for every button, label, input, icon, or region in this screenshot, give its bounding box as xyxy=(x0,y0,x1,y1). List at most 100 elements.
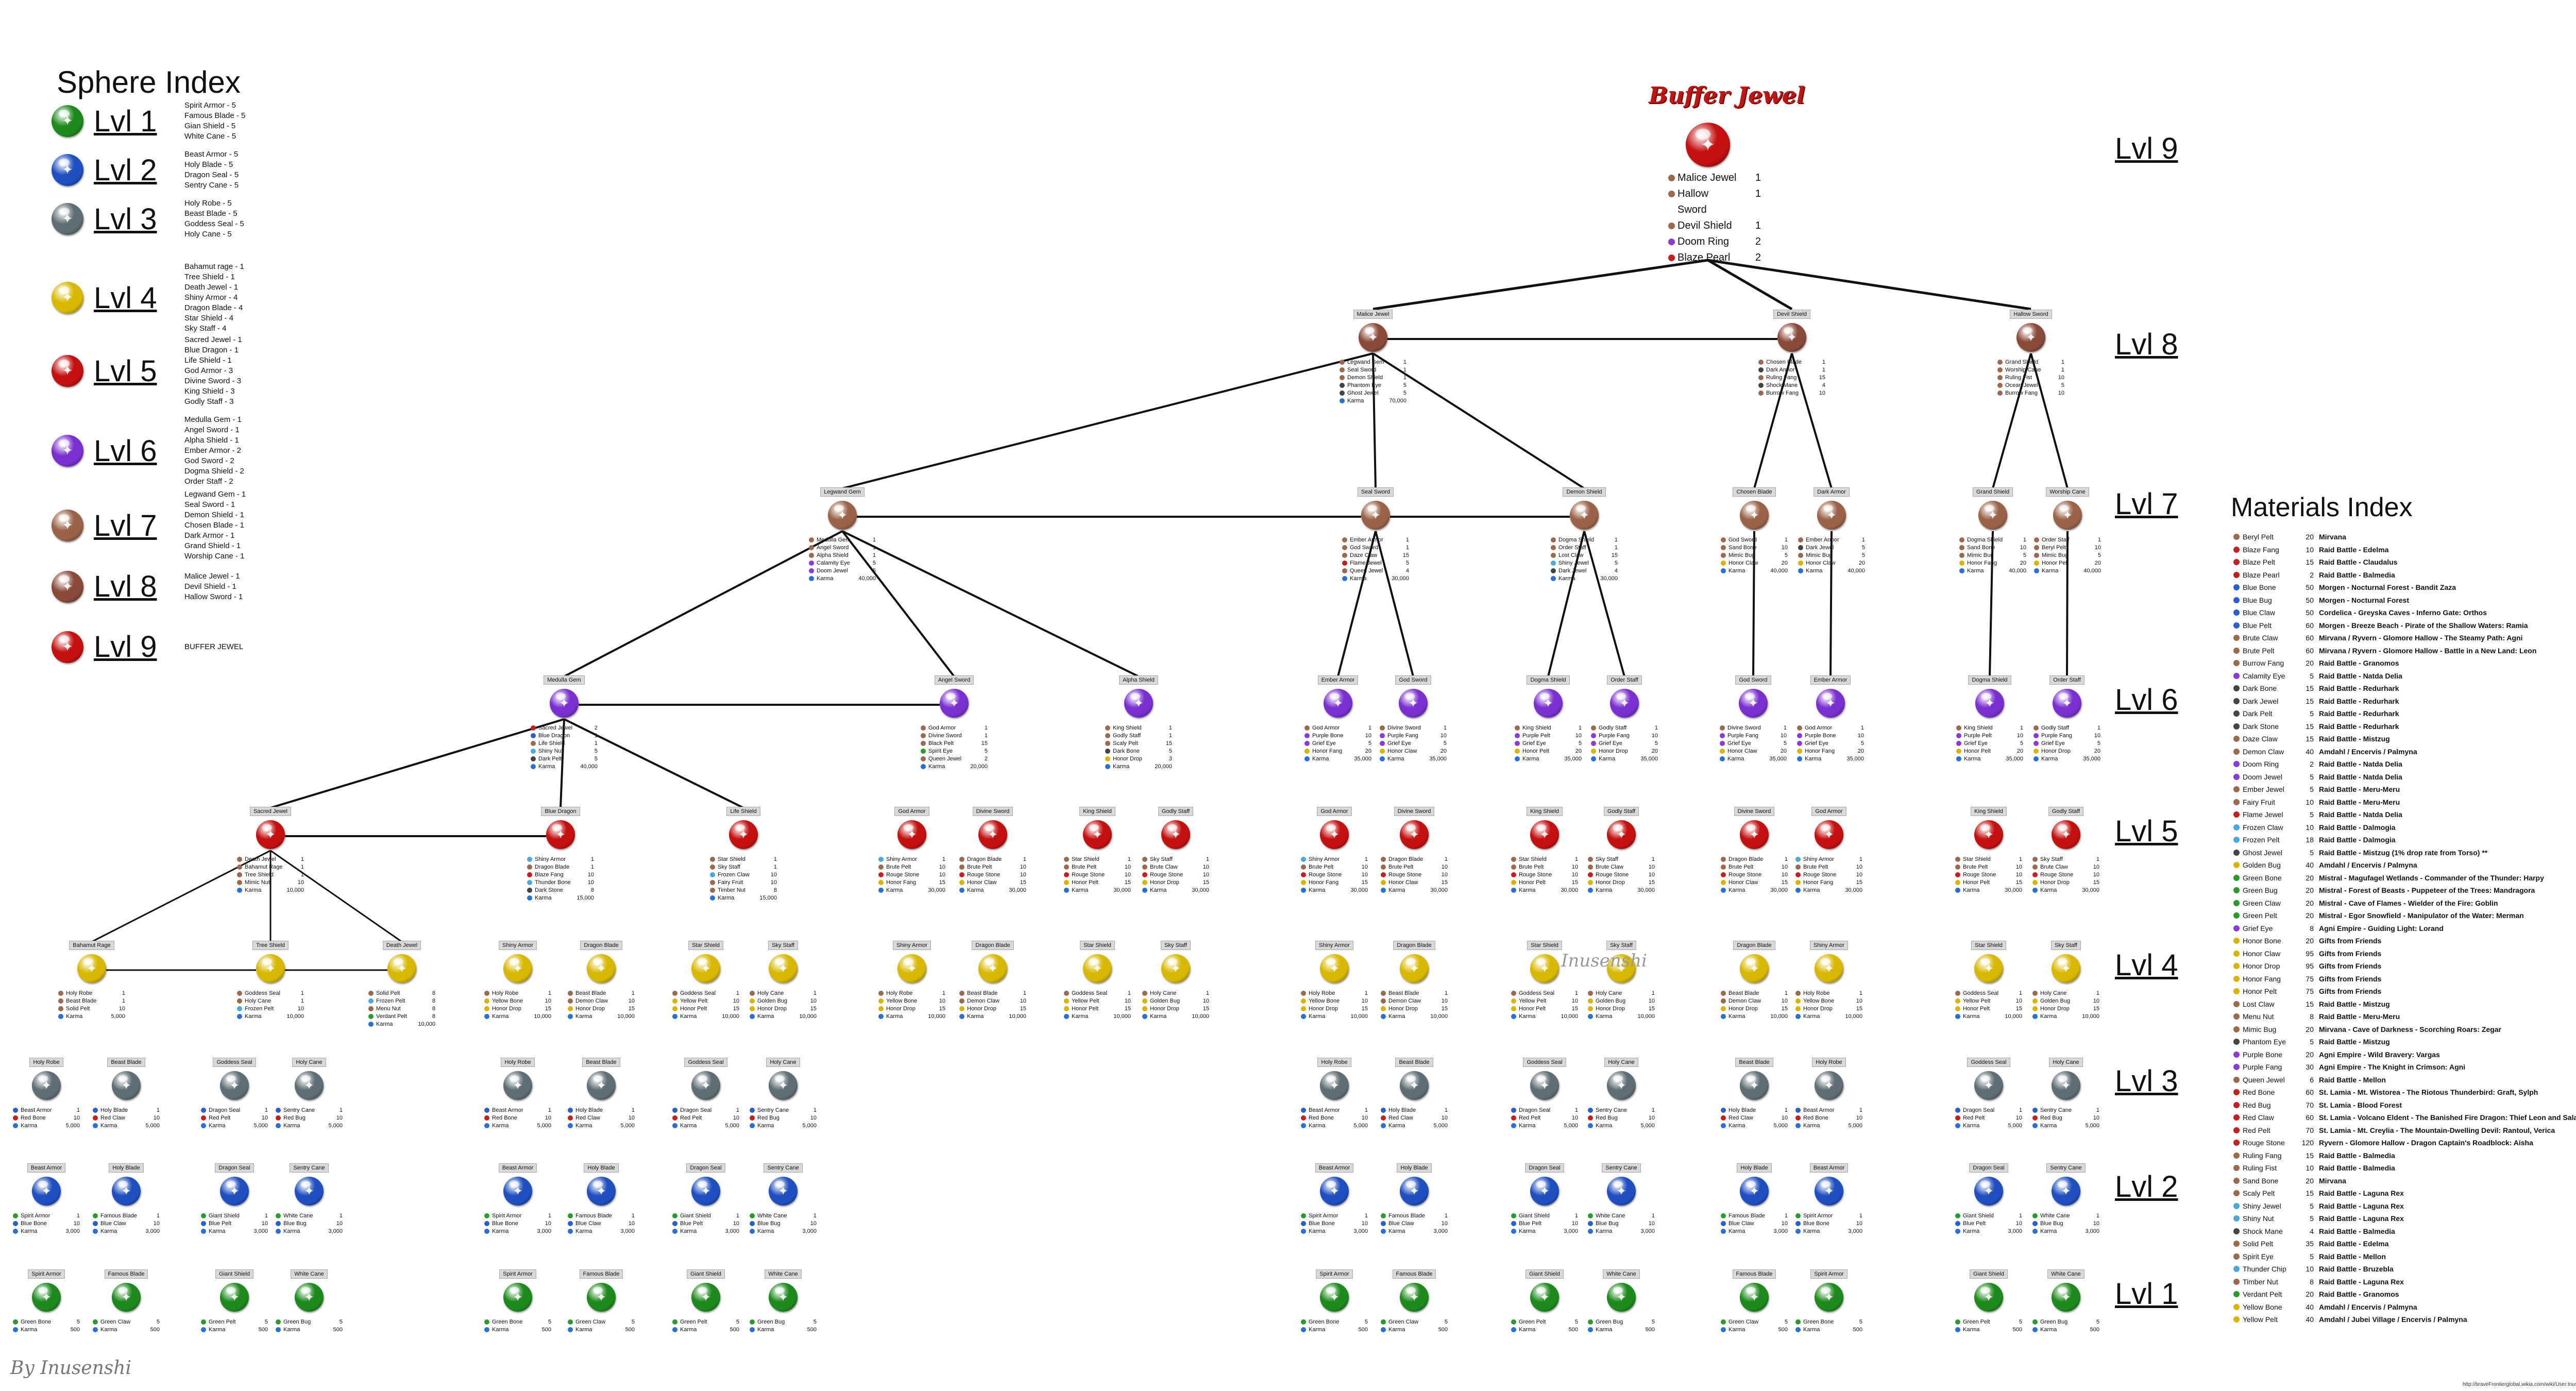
material-icon xyxy=(878,880,884,885)
material-name: Brute Pelt xyxy=(1803,864,1828,870)
material-location: Mirvana xyxy=(2319,533,2346,541)
material-icon xyxy=(93,1221,98,1226)
material-qty: 60 xyxy=(2306,646,2314,655)
node-name-label: Medulla Gem xyxy=(544,675,585,685)
node-sphere-wrap: ✦ xyxy=(804,501,881,532)
material-qty: 10,000 xyxy=(1009,1013,1026,1020)
material-icon xyxy=(1381,1319,1386,1325)
material-qty: 15 xyxy=(1611,552,1618,558)
material-name: Queen Jewel xyxy=(1350,568,1383,574)
node-name-label: Dogma Shield xyxy=(1968,675,2011,685)
material-icon xyxy=(484,1213,489,1218)
material-icon xyxy=(1342,537,1347,542)
node-sphere-icon: ✦ xyxy=(1083,954,1112,983)
node-sphere-wrap: ✦ xyxy=(667,954,744,986)
material-name: Flame Jewel xyxy=(2243,810,2283,819)
material-qty: 10 xyxy=(1571,872,1578,878)
material-icon xyxy=(878,1006,884,1011)
material-qty: 1 xyxy=(1364,1107,1368,1113)
material-location: Mirvana - Cave of Darkness - Scorching R… xyxy=(2319,1025,2501,1033)
node-sphere-wrap: ✦ xyxy=(1100,689,1177,720)
material-qty: 1 xyxy=(339,1213,343,1219)
material-icon xyxy=(1511,1123,1516,1128)
material-name: Dark Armor xyxy=(1766,367,1795,373)
material-name: Holy Blade xyxy=(1728,1107,1756,1113)
node-sphere-icon: ✦ xyxy=(1777,323,1806,352)
material-qty: 5 xyxy=(984,748,988,754)
material-qty: 5 xyxy=(1654,740,1658,747)
material-qty: 1 xyxy=(631,1107,635,1113)
material-qty: 60 xyxy=(2306,1088,2314,1096)
material-qty: 5 xyxy=(548,1319,551,1325)
material-icon xyxy=(201,1229,206,1234)
material-icon xyxy=(2032,880,2038,885)
material-name: Rouge Stone xyxy=(2040,872,2074,878)
material-icon xyxy=(878,857,884,862)
node-name-label: Ember Armor xyxy=(1810,675,1851,685)
material-name: Karma xyxy=(1596,887,1613,893)
material-name: Karma xyxy=(2040,1228,2057,1234)
material-qty: 95 xyxy=(2306,962,2314,970)
node-sphere-wrap: ✦ xyxy=(916,689,993,720)
material-name: Rouge Stone xyxy=(886,872,920,878)
node-name-label: Holy Cane xyxy=(766,1058,800,1067)
material-name: Green Claw xyxy=(100,1319,131,1325)
material-icon xyxy=(672,991,677,996)
material-icon xyxy=(2233,1241,2240,1247)
node-name-label: White Cane xyxy=(291,1269,328,1279)
sphere-icon: ✦ xyxy=(52,435,83,467)
material-icon xyxy=(1795,857,1801,862)
material-icon xyxy=(1721,1229,1726,1234)
material-name: Green Claw xyxy=(1728,1319,1759,1325)
material-qty: 10 xyxy=(2093,1220,2099,1227)
material-name: Honor Claw xyxy=(1727,748,1757,754)
material-location: Raid Battle - Natda Delia xyxy=(2319,760,2402,768)
material-qty: 3,000 xyxy=(65,1228,80,1234)
material-name: Mimic Bug xyxy=(2042,552,2069,558)
material-name: Karma xyxy=(1388,1327,1405,1333)
material-qty: 5 xyxy=(1578,740,1582,747)
material-name: Green Bug xyxy=(1596,1319,1623,1325)
material-name: Brute Pelt xyxy=(1072,864,1097,870)
node-sphere-wrap: ✦ xyxy=(1716,820,1793,852)
material-qty: 8 xyxy=(590,887,594,893)
material-name: Red Bone xyxy=(2243,1088,2275,1096)
material-name: Green Pelt xyxy=(1963,1319,1990,1325)
material-icon xyxy=(2233,534,2240,540)
material-icon xyxy=(878,991,884,996)
material-qty: 1 xyxy=(264,1107,268,1113)
material-name: Karma xyxy=(1803,1123,1820,1129)
material-icon xyxy=(1380,725,1385,731)
connector-line xyxy=(1992,353,2032,489)
material-qty: 10 xyxy=(2306,1265,2314,1273)
material-name: Dragon Blade xyxy=(1728,856,1764,862)
material-name: Yellow Pelt xyxy=(1072,998,1099,1004)
material-icon xyxy=(1064,1006,1069,1011)
